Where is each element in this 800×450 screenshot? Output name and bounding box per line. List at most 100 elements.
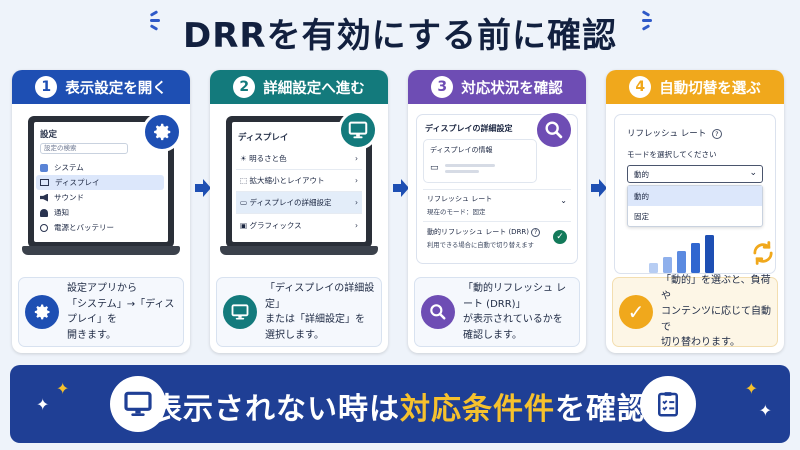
- settings-search-input[interactable]: 設定の検索: [40, 143, 128, 154]
- drr-box: 動的リフレッシュ レート (DRR) ? 利用できる場合に自動で切り替えます ✓: [423, 221, 571, 259]
- menu-item-label: サウンド: [54, 193, 84, 202]
- chevron-right-icon: ›: [355, 154, 358, 163]
- sparkle-icon: ✦: [758, 401, 772, 420]
- mode-option-fixed[interactable]: 固定: [634, 212, 649, 221]
- settings-title: 設定: [40, 130, 58, 140]
- banner-text: 表示されない時は対応条件件を確認: [10, 384, 790, 428]
- menu-item-power[interactable]: 電源とバッテリー: [36, 220, 164, 235]
- step2-card: 2 詳細設定へ進む ディスプレイ ☀ 明るさと色› ⬚ 拡大縮小とレイアウト› …: [210, 70, 388, 353]
- chevron-down-icon: ⌄: [560, 196, 567, 205]
- step2-description: 「ディスプレイの詳細設定」 または「詳細設定」を 選択します。: [216, 277, 382, 347]
- banner-text-highlight: 対応条件件: [400, 392, 555, 427]
- system-icon: [40, 163, 48, 172]
- step2-desc-line: 「ディスプレイの詳細設定」: [265, 283, 375, 310]
- step2-title: 詳細設定へ進む: [263, 80, 365, 97]
- check-icon: ✓: [619, 295, 653, 329]
- display-item-label: ディスプレイの詳細設定: [249, 198, 332, 207]
- settings-search-placeholder: 設定の検索: [44, 144, 77, 152]
- chevron-right-icon: ›: [355, 176, 358, 185]
- monitor-icon: [338, 110, 378, 150]
- step3-desc-line: が表示されているかを: [463, 314, 563, 325]
- step3-card: 3 対応状況を確認 ディスプレイの詳細設定 ディスプレイの情報 ▭ リフレッシュ…: [408, 70, 586, 353]
- sync-icon: [753, 241, 773, 265]
- display-item-graphics[interactable]: ▣ グラフィックス›: [236, 214, 362, 236]
- monitor-icon: [223, 295, 257, 329]
- step4-panel: リフレッシュ レート ? モードを選択してください 動的 ⌄ 動的 固定: [614, 114, 776, 274]
- menu-item-system[interactable]: システム: [36, 160, 164, 175]
- refresh-rate-box[interactable]: リフレッシュ レート 現在のモード：固定 ⌄: [423, 189, 571, 216]
- step3-desc-line: 確認します。: [463, 329, 522, 341]
- menu-item-label: システム: [54, 163, 84, 172]
- menu-item-label: 通知: [54, 208, 69, 217]
- bottom-banner: ✦ ✦ 表示されない時は対応条件件を確認 ✦ ✦: [10, 365, 790, 443]
- step3-title: 対応状況を確認: [461, 80, 563, 97]
- step2-desc-line: または「詳細設定」を: [265, 314, 365, 325]
- sound-icon: [40, 193, 48, 202]
- banner-text-part2: を確認: [555, 392, 648, 427]
- title-deco-left: [149, 10, 160, 31]
- chevron-right-icon: ›: [355, 198, 358, 207]
- arrow-right-icon: [393, 179, 409, 197]
- display-item-scale[interactable]: ⬚ 拡大縮小とレイアウト ›: [236, 170, 362, 192]
- step1-card: 1 表示設定を開く 設定 設定の検索 システム ディスプレイ サウンド 通知 電…: [12, 70, 190, 353]
- level-bar: [691, 243, 700, 273]
- menu-item-label: 電源とバッテリー: [54, 223, 114, 232]
- step4-desc-line: 切り替わります。: [661, 337, 740, 349]
- menu-item-notifications[interactable]: 通知: [36, 205, 164, 220]
- step3-number: 3: [431, 76, 454, 98]
- monitor-icon: ▭: [430, 163, 439, 173]
- mode-select-value: 動的: [634, 170, 649, 179]
- help-icon[interactable]: ?: [711, 129, 722, 139]
- menu-item-label: ディスプレイ: [55, 178, 100, 187]
- refresh-rate-title: リフレッシュ レート: [627, 129, 707, 139]
- mode-option-dynamic[interactable]: 動的: [628, 186, 762, 206]
- step2-header: 2 詳細設定へ進む: [210, 70, 388, 104]
- menu-item-sound[interactable]: サウンド: [36, 190, 164, 205]
- refresh-rate-bars-graphic: [649, 235, 714, 273]
- step2-desc-line: 選択します。: [265, 329, 324, 341]
- graphics-icon: ▣: [240, 220, 248, 230]
- checklist-icon: [640, 376, 696, 432]
- chevron-right-icon: ›: [355, 220, 358, 230]
- page-title: DRRを有効にする前に確認: [183, 16, 617, 56]
- scale-icon: ⬚: [240, 176, 248, 185]
- step1-header: 1 表示設定を開く: [12, 70, 190, 104]
- step4-desc-line: コンテンツに応じて自動で: [661, 306, 771, 333]
- magnifier-icon: [421, 295, 455, 329]
- banner-text-part1: 表示されない時は: [152, 392, 400, 427]
- monitor-icon: [110, 376, 166, 432]
- level-bar: [705, 235, 714, 273]
- mode-label: モードを選択してください: [627, 150, 717, 159]
- step1-description: 設定アプリから 「システム」→「ディスプレイ」を 開きます。: [18, 277, 184, 347]
- advanced-display-title: ディスプレイの詳細設定: [425, 124, 513, 133]
- drr-label: 動的リフレッシュ レート (DRR): [427, 228, 530, 236]
- display-item-brightness[interactable]: ☀ 明るさと色›: [236, 148, 362, 170]
- sparkle-icon: ✦: [36, 395, 50, 414]
- monitor-icon: ▭: [240, 198, 248, 207]
- step1-desc-line: 設定アプリから: [67, 283, 137, 294]
- refresh-rate-label: リフレッシュ レート: [427, 195, 493, 203]
- arrow-right-icon: [591, 179, 607, 197]
- display-item-advanced[interactable]: ▭ ディスプレイの詳細設定 ›: [236, 192, 362, 214]
- menu-item-display[interactable]: ディスプレイ: [36, 175, 164, 190]
- chevron-down-icon: ⌄: [749, 168, 757, 178]
- gear-icon: [25, 295, 59, 329]
- check-icon: ✓: [553, 230, 567, 244]
- display-info-label: ディスプレイの情報: [430, 146, 493, 154]
- level-bar: [649, 263, 658, 273]
- step4-card: 4 自動切替を選ぶ リフレッシュ レート ? モードを選択してください 動的 ⌄…: [606, 70, 784, 353]
- display-icon: [40, 179, 49, 186]
- mode-select[interactable]: 動的 ⌄: [627, 165, 763, 183]
- step3-header: 3 対応状況を確認: [408, 70, 586, 104]
- gear-icon: [142, 112, 182, 152]
- display-item-label: 明るさと色: [249, 154, 287, 163]
- level-bar: [663, 257, 672, 273]
- power-icon: [40, 223, 48, 232]
- step2-number: 2: [233, 76, 256, 98]
- step1-laptop: 設定 設定の検索 システム ディスプレイ サウンド 通知 電源とバッテリー: [22, 116, 180, 266]
- sparkle-icon: ✦: [56, 379, 70, 398]
- display-item-label: 拡大縮小とレイアウト: [249, 176, 325, 185]
- help-icon[interactable]: ?: [531, 228, 541, 237]
- level-bar: [677, 251, 686, 273]
- step3-desc-line: 「動的リフレッシュ レート (DRR)」: [463, 283, 567, 310]
